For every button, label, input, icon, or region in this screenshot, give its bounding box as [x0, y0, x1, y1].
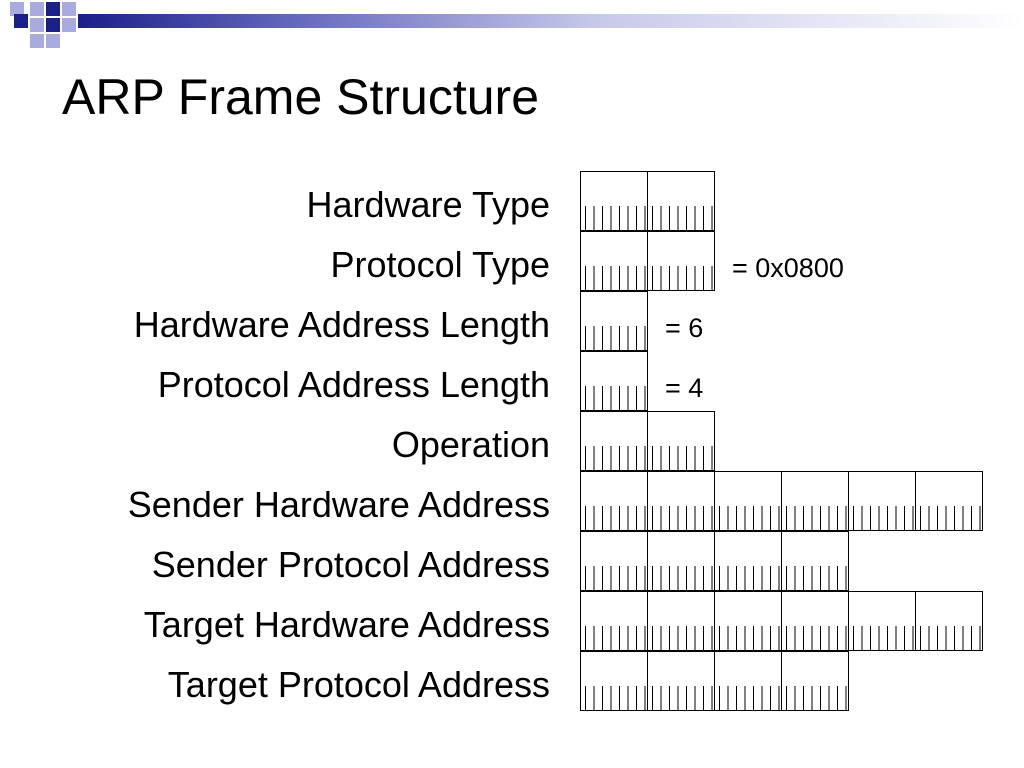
byte-cell — [580, 351, 648, 411]
byte-cell — [647, 231, 715, 291]
bit-ticks — [715, 566, 781, 590]
bit-ticks — [782, 566, 848, 590]
byte-cell — [580, 471, 648, 531]
byte-cell — [781, 651, 849, 711]
byte-cell — [781, 591, 849, 651]
field-label: Operation — [391, 424, 550, 465]
bit-ticks — [648, 506, 714, 530]
field-label: Sender Hardware Address — [127, 484, 550, 525]
byte-cell — [580, 651, 648, 711]
bit-ticks — [648, 566, 714, 590]
field-value-note: = 4 — [665, 373, 704, 403]
byte-cell — [580, 231, 648, 291]
decorative-square — [62, 18, 76, 32]
decorative-square — [10, 2, 24, 16]
byte-cell — [647, 471, 715, 531]
bit-ticks — [648, 626, 714, 650]
byte-cell — [647, 591, 715, 651]
field-byte-row — [580, 411, 715, 471]
byte-cell — [647, 411, 715, 471]
field-label: Hardware Type — [306, 184, 550, 225]
byte-cell — [714, 651, 782, 711]
byte-cell — [580, 531, 648, 591]
byte-cell — [915, 591, 983, 651]
slide-title: ARP Frame Structure — [62, 69, 540, 125]
byte-cell — [580, 591, 648, 651]
decorative-square — [14, 14, 28, 28]
bit-ticks — [581, 206, 647, 230]
bit-ticks — [581, 386, 647, 410]
bit-ticks — [849, 506, 915, 530]
byte-cell — [647, 171, 715, 231]
bit-ticks — [849, 626, 915, 650]
field-byte-row — [580, 531, 849, 591]
bit-ticks — [581, 626, 647, 650]
bit-ticks — [648, 206, 714, 230]
byte-cell — [848, 471, 916, 531]
bit-ticks — [581, 686, 647, 710]
byte-cell — [580, 411, 648, 471]
byte-cell — [647, 651, 715, 711]
bit-ticks — [581, 566, 647, 590]
decorative-square — [62, 2, 76, 16]
decorative-square — [30, 2, 44, 16]
bit-ticks — [648, 266, 714, 290]
bit-ticks — [581, 326, 647, 350]
byte-cell — [781, 531, 849, 591]
bit-ticks — [648, 446, 714, 470]
byte-cell — [580, 171, 648, 231]
decorative-square — [30, 34, 44, 48]
bit-ticks — [715, 626, 781, 650]
field-byte-row — [580, 291, 648, 351]
decorative-square — [46, 18, 60, 32]
decorative-square — [46, 34, 60, 48]
field-byte-row — [580, 471, 983, 531]
field-label: Target Hardware Address — [143, 604, 550, 645]
byte-cell — [647, 531, 715, 591]
decorative-square — [30, 18, 44, 32]
byte-cell — [915, 471, 983, 531]
field-label: Protocol Type — [330, 244, 550, 285]
title-gradient-bar — [78, 14, 1024, 28]
field-byte-row — [580, 591, 983, 651]
bit-ticks — [715, 506, 781, 530]
field-byte-row — [580, 651, 849, 711]
decorative-square — [46, 2, 60, 16]
bit-ticks — [581, 506, 647, 530]
byte-cell — [714, 591, 782, 651]
byte-cell — [781, 471, 849, 531]
bit-ticks — [581, 266, 647, 290]
field-byte-row — [580, 351, 648, 411]
byte-cell — [714, 471, 782, 531]
bit-ticks — [648, 686, 714, 710]
field-byte-row — [580, 171, 715, 231]
field-label: Sender Protocol Address — [151, 544, 550, 585]
field-value-note: = 6 — [665, 313, 704, 343]
byte-cell — [848, 591, 916, 651]
bit-ticks — [782, 686, 848, 710]
byte-cell — [714, 531, 782, 591]
bit-ticks — [782, 626, 848, 650]
bit-ticks — [782, 506, 848, 530]
field-label: Protocol Address Length — [157, 364, 550, 405]
field-byte-row — [580, 231, 715, 291]
field-label: Hardware Address Length — [133, 304, 550, 345]
bit-ticks — [715, 686, 781, 710]
byte-cell — [580, 291, 648, 351]
bit-ticks — [916, 506, 982, 530]
field-value-note: = 0x0800 — [732, 253, 844, 283]
bit-ticks — [581, 446, 647, 470]
field-label: Target Protocol Address — [167, 664, 550, 705]
bit-ticks — [916, 626, 982, 650]
